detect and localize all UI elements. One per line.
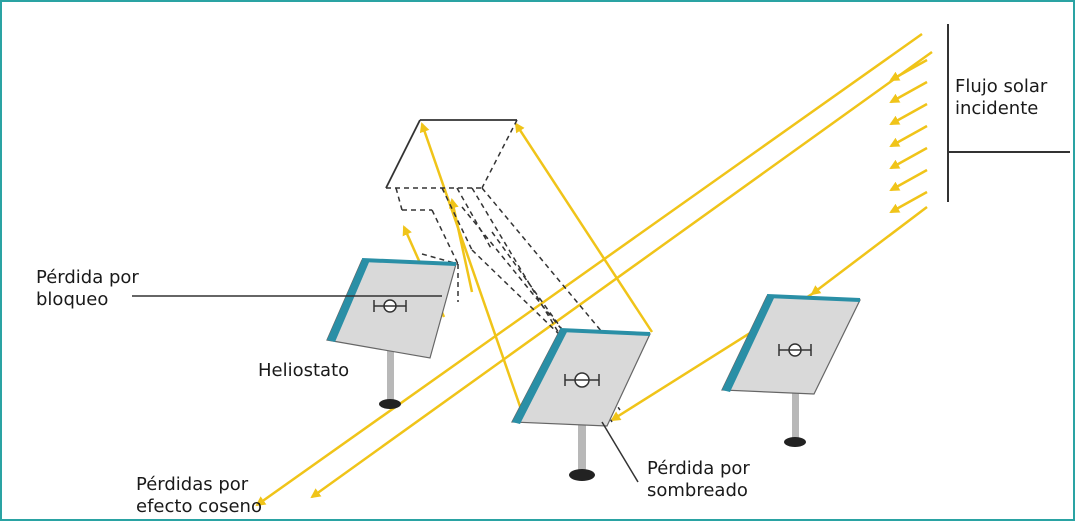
incident-flux-arrows — [889, 58, 928, 214]
incident-flux-label: Flujo solar incidente — [955, 76, 1048, 119]
heliostat-label: Heliostato — [258, 360, 350, 381]
heliostat-right — [721, 294, 861, 447]
blocking-loss-label: Pérdida por bloqueo — [36, 267, 139, 310]
cosine-loss-label: Pérdidas por efecto coseno — [136, 474, 262, 517]
receiver-projection — [385, 119, 517, 189]
heliostat-center — [511, 328, 651, 481]
callout-lines — [132, 295, 639, 483]
heliostat-left — [326, 258, 457, 409]
shading-loss-label: Pérdida por sombreado — [647, 458, 750, 501]
incident-flux-bracket — [947, 24, 1070, 202]
